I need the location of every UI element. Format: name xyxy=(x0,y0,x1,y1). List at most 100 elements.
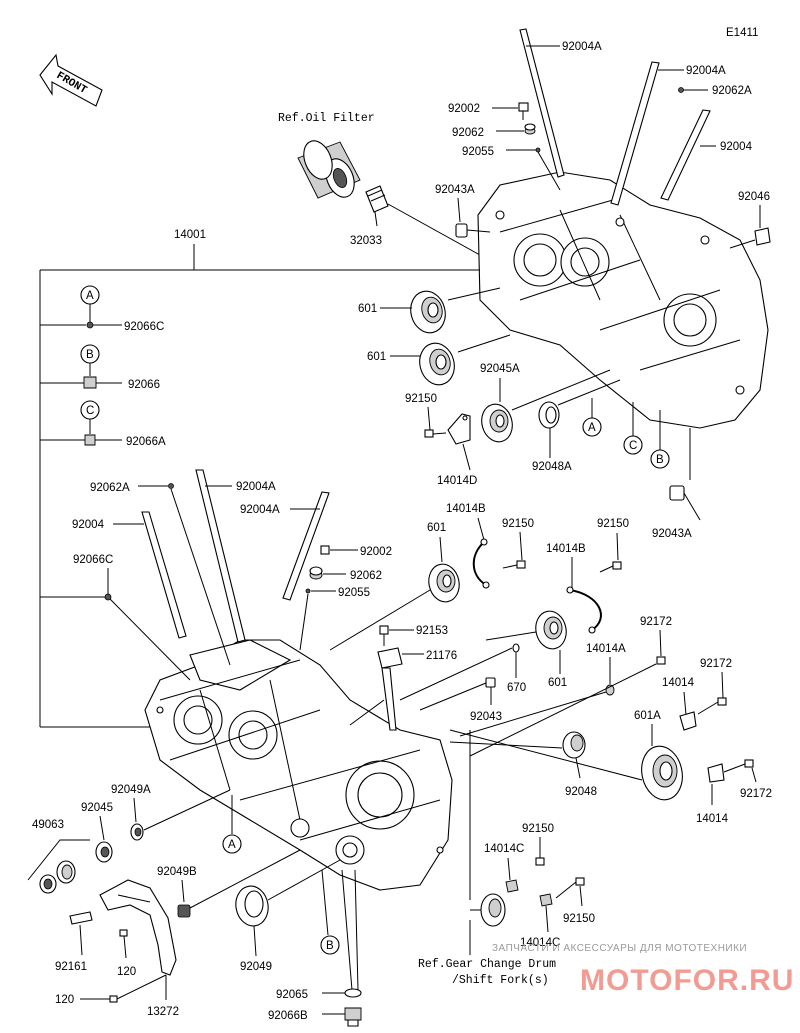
label-49063: 49063 xyxy=(32,819,64,831)
gear-change-note-2: /Shift Fork(s) xyxy=(452,974,549,987)
label-14014c-1: 14014C xyxy=(484,843,524,855)
bearing-601-upper-1 xyxy=(410,290,446,334)
label-92150-upper: 92150 xyxy=(405,393,437,405)
lower-stud-92004a-1 xyxy=(195,469,246,643)
bolt-120-1 xyxy=(119,929,128,937)
upper-stud-92004a-left xyxy=(519,28,565,178)
label-92004a-lower-1: 92004A xyxy=(236,481,276,493)
seal-92049a xyxy=(130,823,144,841)
front-arrow-icon: FRONT xyxy=(39,53,103,107)
label-92062-upper: 92062 xyxy=(452,127,484,139)
clip-14014c-2 xyxy=(539,893,553,907)
ref-b-lower-letter: B xyxy=(326,940,334,952)
bracket-14014-1 xyxy=(679,711,697,731)
label-92153: 92153 xyxy=(416,625,448,637)
label-92055-lower: 92055 xyxy=(338,587,370,599)
drain-plug-92066b xyxy=(344,1007,362,1027)
label-92066c-lower: 92066C xyxy=(73,554,113,566)
label-92172-2: 92172 xyxy=(700,658,732,670)
ref-b-upper: B xyxy=(650,410,670,469)
label-92004a-lower-2: 92004A xyxy=(240,504,280,516)
clip-14014b-left xyxy=(472,538,490,589)
label-120-1: 120 xyxy=(117,966,136,978)
label-92043a-lower: 92043A xyxy=(652,528,692,540)
label-601-upper-1: 601 xyxy=(358,303,377,315)
bolt-92150-mid-1 xyxy=(502,560,526,569)
label-92004a-top: 92004A xyxy=(562,41,602,53)
ref-c-upper: C xyxy=(623,402,643,455)
label-601-mid: 601 xyxy=(427,522,446,534)
ref-c-upper-letter: C xyxy=(629,440,637,452)
bolt-120-2 xyxy=(109,995,118,1003)
label-32033: 32033 xyxy=(350,235,382,247)
bracket-14014-2 xyxy=(707,763,725,783)
pin-92043 xyxy=(485,677,496,688)
bearing-601a xyxy=(641,745,683,801)
label-120-2: 120 xyxy=(55,994,74,1006)
oring-670 xyxy=(512,643,520,653)
label-92066b: 92066B xyxy=(268,1010,308,1022)
watermark-logo: MOTOFOR.RU xyxy=(580,964,794,997)
label-92150-bottom-2: 92150 xyxy=(563,913,595,925)
ref-b-lower: B xyxy=(320,935,340,955)
bolt-92153 xyxy=(379,625,389,646)
label-92062-lower: 92062 xyxy=(350,570,382,582)
label-601-upper-2: 601 xyxy=(367,351,386,363)
ref-a-upper-letter: A xyxy=(588,422,596,434)
ref-b-upper-letter: B xyxy=(656,454,664,466)
label-92150-mid-2: 92150 xyxy=(597,518,629,530)
bolt-92002-upper xyxy=(518,102,529,120)
washer-92062-lower xyxy=(309,566,323,580)
label-92002-upper: 92002 xyxy=(448,103,480,115)
bearing-601-mid xyxy=(428,563,460,603)
washer-92062-upper xyxy=(524,123,536,135)
bolt-92150-upper xyxy=(424,429,447,438)
label-92048a: 92048A xyxy=(532,461,572,473)
ref-a-lower: A xyxy=(222,795,242,854)
label-21176: 21176 xyxy=(426,650,457,662)
clip-14014b-right xyxy=(566,586,602,634)
seal-kit-49063 xyxy=(27,839,90,894)
label-14001: 14001 xyxy=(174,229,206,241)
label-92172-1: 92172 xyxy=(640,616,672,628)
label-92055-upper: 92055 xyxy=(462,146,494,158)
seal-92049 xyxy=(235,885,269,927)
bolt-92172-1 xyxy=(656,656,666,665)
label-92062a-top: 92062A xyxy=(712,85,752,97)
label-14014-2: 14014 xyxy=(696,813,729,825)
label-670: 670 xyxy=(507,682,526,694)
legend-ref-c: C 92066A xyxy=(80,400,166,448)
upper-stud-92004 xyxy=(660,109,711,201)
label-14014b-right: 14014B xyxy=(546,543,586,555)
bolt-92172-3 xyxy=(723,759,754,773)
label-14014d: 14014D xyxy=(437,475,477,487)
seal-gear-change xyxy=(480,893,506,927)
ref-a-lower-letter: A xyxy=(228,839,236,851)
legend-c-letter: C xyxy=(86,405,94,417)
legend-b-part: 92066 xyxy=(128,379,160,391)
label-14014b-left: 14014B xyxy=(446,503,486,515)
dowel-92043a-lower xyxy=(669,485,685,501)
bolt-92150-bottom-2 xyxy=(555,877,585,899)
upper-crankcase xyxy=(477,171,769,429)
label-92049a: 92049A xyxy=(111,784,151,796)
label-92049b: 92049B xyxy=(157,866,197,878)
label-601-mid-2: 601 xyxy=(548,677,567,689)
label-14014-1: 14014 xyxy=(662,677,695,689)
dowel-92043a-upper xyxy=(455,223,468,238)
label-92043: 92043 xyxy=(470,711,502,723)
label-92046: 92046 xyxy=(738,191,770,203)
plate-92161 xyxy=(69,911,93,925)
seal-92048 xyxy=(562,731,586,759)
bolt-92002-lower xyxy=(320,545,330,555)
plug-92046 xyxy=(754,227,771,246)
label-92002-lower: 92002 xyxy=(360,546,392,558)
label-92062a-lower: 92062A xyxy=(90,482,130,494)
label-92004-top: 92004 xyxy=(720,141,753,153)
label-601a: 601A xyxy=(634,710,661,722)
legend-c-part: 92066A xyxy=(126,436,166,448)
upper-stud-92004a-right xyxy=(610,61,660,206)
legend-ref-b: B 92066 xyxy=(80,344,160,391)
plate-14014d xyxy=(447,413,471,445)
seal-92048a xyxy=(538,401,560,429)
